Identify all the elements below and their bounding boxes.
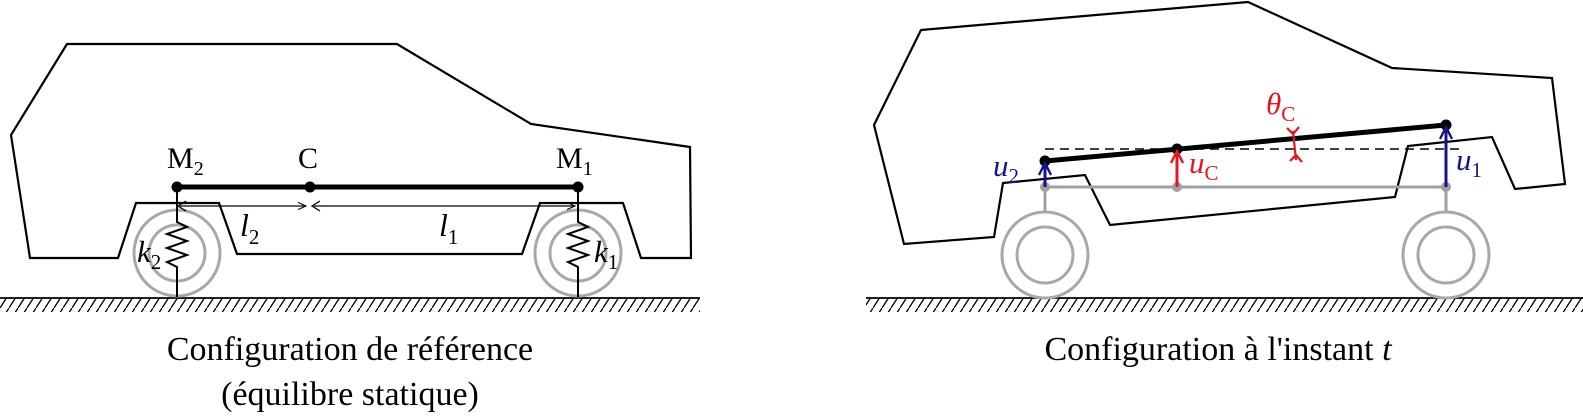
- caption-left-line1: Configuration de référence: [167, 331, 533, 368]
- ground-left: [0, 297, 700, 312]
- label-c: C: [298, 142, 318, 175]
- label-k1: k1: [594, 234, 618, 274]
- front-wheel-right: [1401, 210, 1491, 300]
- car-body-right: [872, 0, 1567, 246]
- caption-right: Configuration à l'instant t: [1044, 331, 1393, 368]
- point-c: [304, 181, 316, 193]
- spring-k2: [163, 187, 191, 297]
- angle-theta-mark: [1286, 126, 1303, 163]
- right-panel: u2 uC u1 θC Configuration à l'instant t: [866, 0, 1583, 368]
- label-uc: uC: [1189, 145, 1219, 185]
- left-panel: M2 C M1 l2 l1 k2 k1 Configuration de réf…: [0, 42, 700, 413]
- label-u1: u1: [1456, 142, 1482, 182]
- spring-k1: [564, 187, 592, 297]
- label-u2: u2: [993, 148, 1019, 188]
- point-m1: [572, 181, 584, 193]
- label-l2: l2: [240, 207, 259, 249]
- rigid-beam-right: [1044, 122, 1447, 164]
- point-m2: [171, 181, 183, 193]
- label-k2: k2: [137, 234, 161, 274]
- label-m1: M1: [556, 142, 593, 180]
- caption-left-line2: (équilibre statique): [221, 376, 479, 413]
- ground-right: [866, 297, 1583, 312]
- label-theta-c: θC: [1266, 86, 1295, 126]
- rear-wheel-right: [1000, 210, 1090, 300]
- label-m2: M2: [167, 142, 204, 180]
- car-body-left: [9, 42, 693, 260]
- label-l1: l1: [439, 207, 458, 249]
